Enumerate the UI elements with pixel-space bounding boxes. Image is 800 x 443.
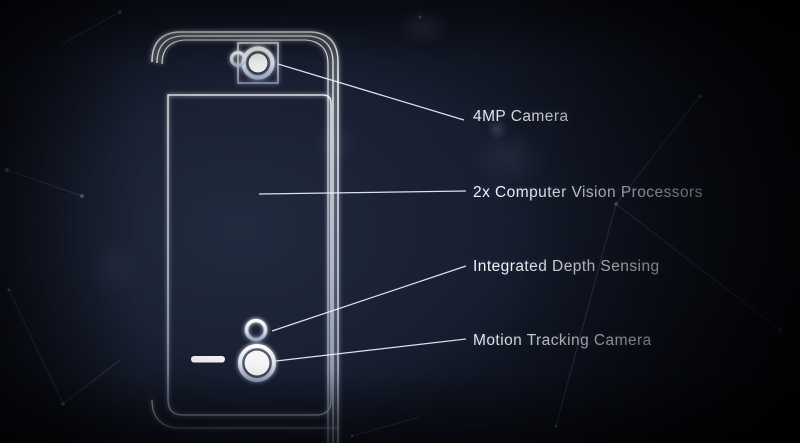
callout-label-vision-processors: 2x Computer Vision Processors: [473, 184, 703, 201]
leader-line-depth-sensing: [271, 265, 467, 332]
callout-label-camera-4mp: 4MP Camera: [473, 108, 569, 125]
callout-label-depth-sensing: Integrated Depth Sensing: [473, 258, 660, 275]
leader-line-motion-tracking: [275, 338, 467, 362]
callout-label-motion-tracking: Motion Tracking Camera: [473, 332, 652, 349]
leader-line-vision-processors: [258, 190, 467, 195]
leader-line-camera-4mp: [277, 63, 465, 121]
